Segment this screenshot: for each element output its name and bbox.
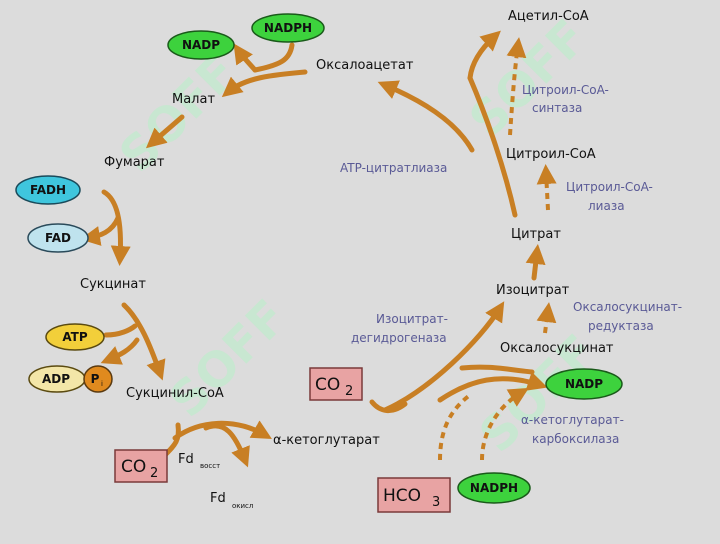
chip-nadp-right: NADP [545, 368, 623, 400]
chip-atp: ATP [45, 323, 105, 351]
chip-nadph-top: NADPH [251, 13, 325, 43]
chip-adp: ADP [28, 365, 86, 393]
dashed-citroylcoa-to-acetylcoa [506, 37, 527, 136]
arrow-to-acetylcoa [467, 30, 501, 81]
label-oxaloacetate: Оксалоацетат [316, 58, 414, 73]
svg-text:NADP: NADP [182, 38, 220, 52]
svg-text:SOFF: SOFF [459, 9, 598, 148]
svg-text:3: 3 [432, 495, 440, 510]
dashed-arrows [438, 37, 557, 461]
pathway-arrows [80, 30, 548, 468]
svg-text:2: 2 [150, 466, 158, 481]
arrow-to-nadp-top [233, 43, 258, 73]
arrow-isocitrate-to-citrate [525, 244, 546, 281]
label-isocitrate: Изоцитрат [496, 283, 570, 298]
arrow-citrate-to-atpcl [467, 75, 518, 218]
arrow-succinate-to-succinylcoa [121, 302, 166, 381]
svg-text:FADH: FADH [30, 183, 66, 197]
box-co2-mid: CO 2 [309, 367, 363, 401]
svg-text:i: i [101, 380, 103, 388]
label-alpha-ketoglutarate: α-кетоглутарат [273, 433, 380, 448]
svg-text:2: 2 [345, 384, 353, 399]
enzyme-akg-carboxylase-line1: α-кетоглутарат- [521, 413, 624, 427]
box-hco3: HCO 3 [377, 477, 451, 513]
arrow-oxaloacetate-to-malate [221, 69, 308, 98]
svg-text:CO: CO [315, 375, 340, 395]
chip-pi: P i [83, 365, 113, 393]
label-citroyl-coa: Цитроил-CoA [506, 147, 596, 162]
svg-text:окисл: окисл [232, 502, 253, 510]
svg-text:NADPH: NADPH [470, 481, 518, 495]
svg-text:HCO: HCO [383, 486, 421, 506]
svg-text:CO: CO [121, 457, 146, 477]
svg-text:P: P [91, 372, 100, 386]
label-succinyl-coa: Сукцинил-CoA [126, 386, 224, 401]
arrow-atpcl-to-oxaloacetate [377, 80, 475, 153]
svg-text:Fd: Fd [210, 491, 226, 506]
enzyme-akg-carboxylase-line2: карбоксилаза [532, 432, 619, 446]
arrow-malate-to-fumarate [145, 114, 185, 149]
enzyme-citroyl-coa-synthase-line2: синтаза [532, 101, 582, 115]
svg-text:Fd: Fd [178, 452, 194, 467]
arrow-oxalosuccinate-branch [459, 364, 535, 375]
enzyme-citroyl-coa-lyase-line2: лиаза [588, 199, 625, 213]
chip-nadp-top: NADP [167, 30, 235, 60]
label-citrate: Цитрат [511, 227, 561, 242]
dashed-hco3-carboxylase-1 [438, 393, 472, 461]
svg-text:ATP: ATP [62, 330, 88, 344]
enzyme-citroyl-coa-synthase-line1: Цитроил-CoA- [522, 83, 609, 97]
arrow-to-fad [80, 215, 121, 246]
arrow-nadph-to-oxaloacetate [252, 42, 295, 73]
label-fumarate: Фумарат [104, 155, 165, 170]
arrow-to-nadp-right [437, 371, 548, 403]
svg-text:ADP: ADP [42, 372, 70, 386]
svg-text:NADPH: NADPH [264, 21, 312, 35]
svg-text:NADP: NADP [565, 377, 603, 391]
svg-text:SOFF: SOFF [159, 289, 298, 428]
label-acetyl-coa: Ацетил-CoA [508, 9, 589, 24]
svg-text:FAD: FAD [45, 231, 71, 245]
enzyme-oxalosuccinate-reductase-line2: редуктаза [588, 319, 654, 333]
chip-nadph-bottom: NADPH [457, 472, 531, 504]
enzyme-oxalosuccinate-reductase-line1: Оксалосукцинат- [573, 300, 682, 314]
chip-fad: FAD [27, 223, 89, 253]
label-fd-oxidized: Fd окисл [210, 491, 253, 510]
enzyme-citroyl-coa-lyase-line1: Цитроил-CoA- [566, 180, 653, 194]
arrow-akg-to-isocitrate [382, 301, 505, 413]
label-succinate: Сукцинат [80, 277, 146, 292]
label-fd-reduced: Fd восст [178, 452, 220, 470]
enzyme-atp-citrate-lyase: ATP-цитратлиаза [340, 161, 447, 175]
arrow-atp-to-succinate [103, 323, 138, 338]
enzyme-isocitrate-dh-line1: Изоцитрат- [376, 312, 448, 326]
label-malate: Малат [172, 92, 215, 107]
dashed-to-oxalosuccinate [536, 302, 557, 334]
enzyme-isocitrate-dh-line2: дегидрогеназа [351, 331, 447, 345]
arrow-fd [203, 423, 250, 468]
arrow-to-adp [100, 337, 140, 365]
arrow-succinylcoa-to-akg [172, 420, 272, 441]
svg-text:восст: восст [200, 462, 220, 470]
label-oxalosuccinate: Оксалосукцинат [500, 341, 614, 356]
chip-fadh: FADH [15, 175, 81, 205]
dashed-citrate-to-citroylcoa [536, 164, 557, 211]
box-co2-left: CO 2 [114, 449, 168, 483]
